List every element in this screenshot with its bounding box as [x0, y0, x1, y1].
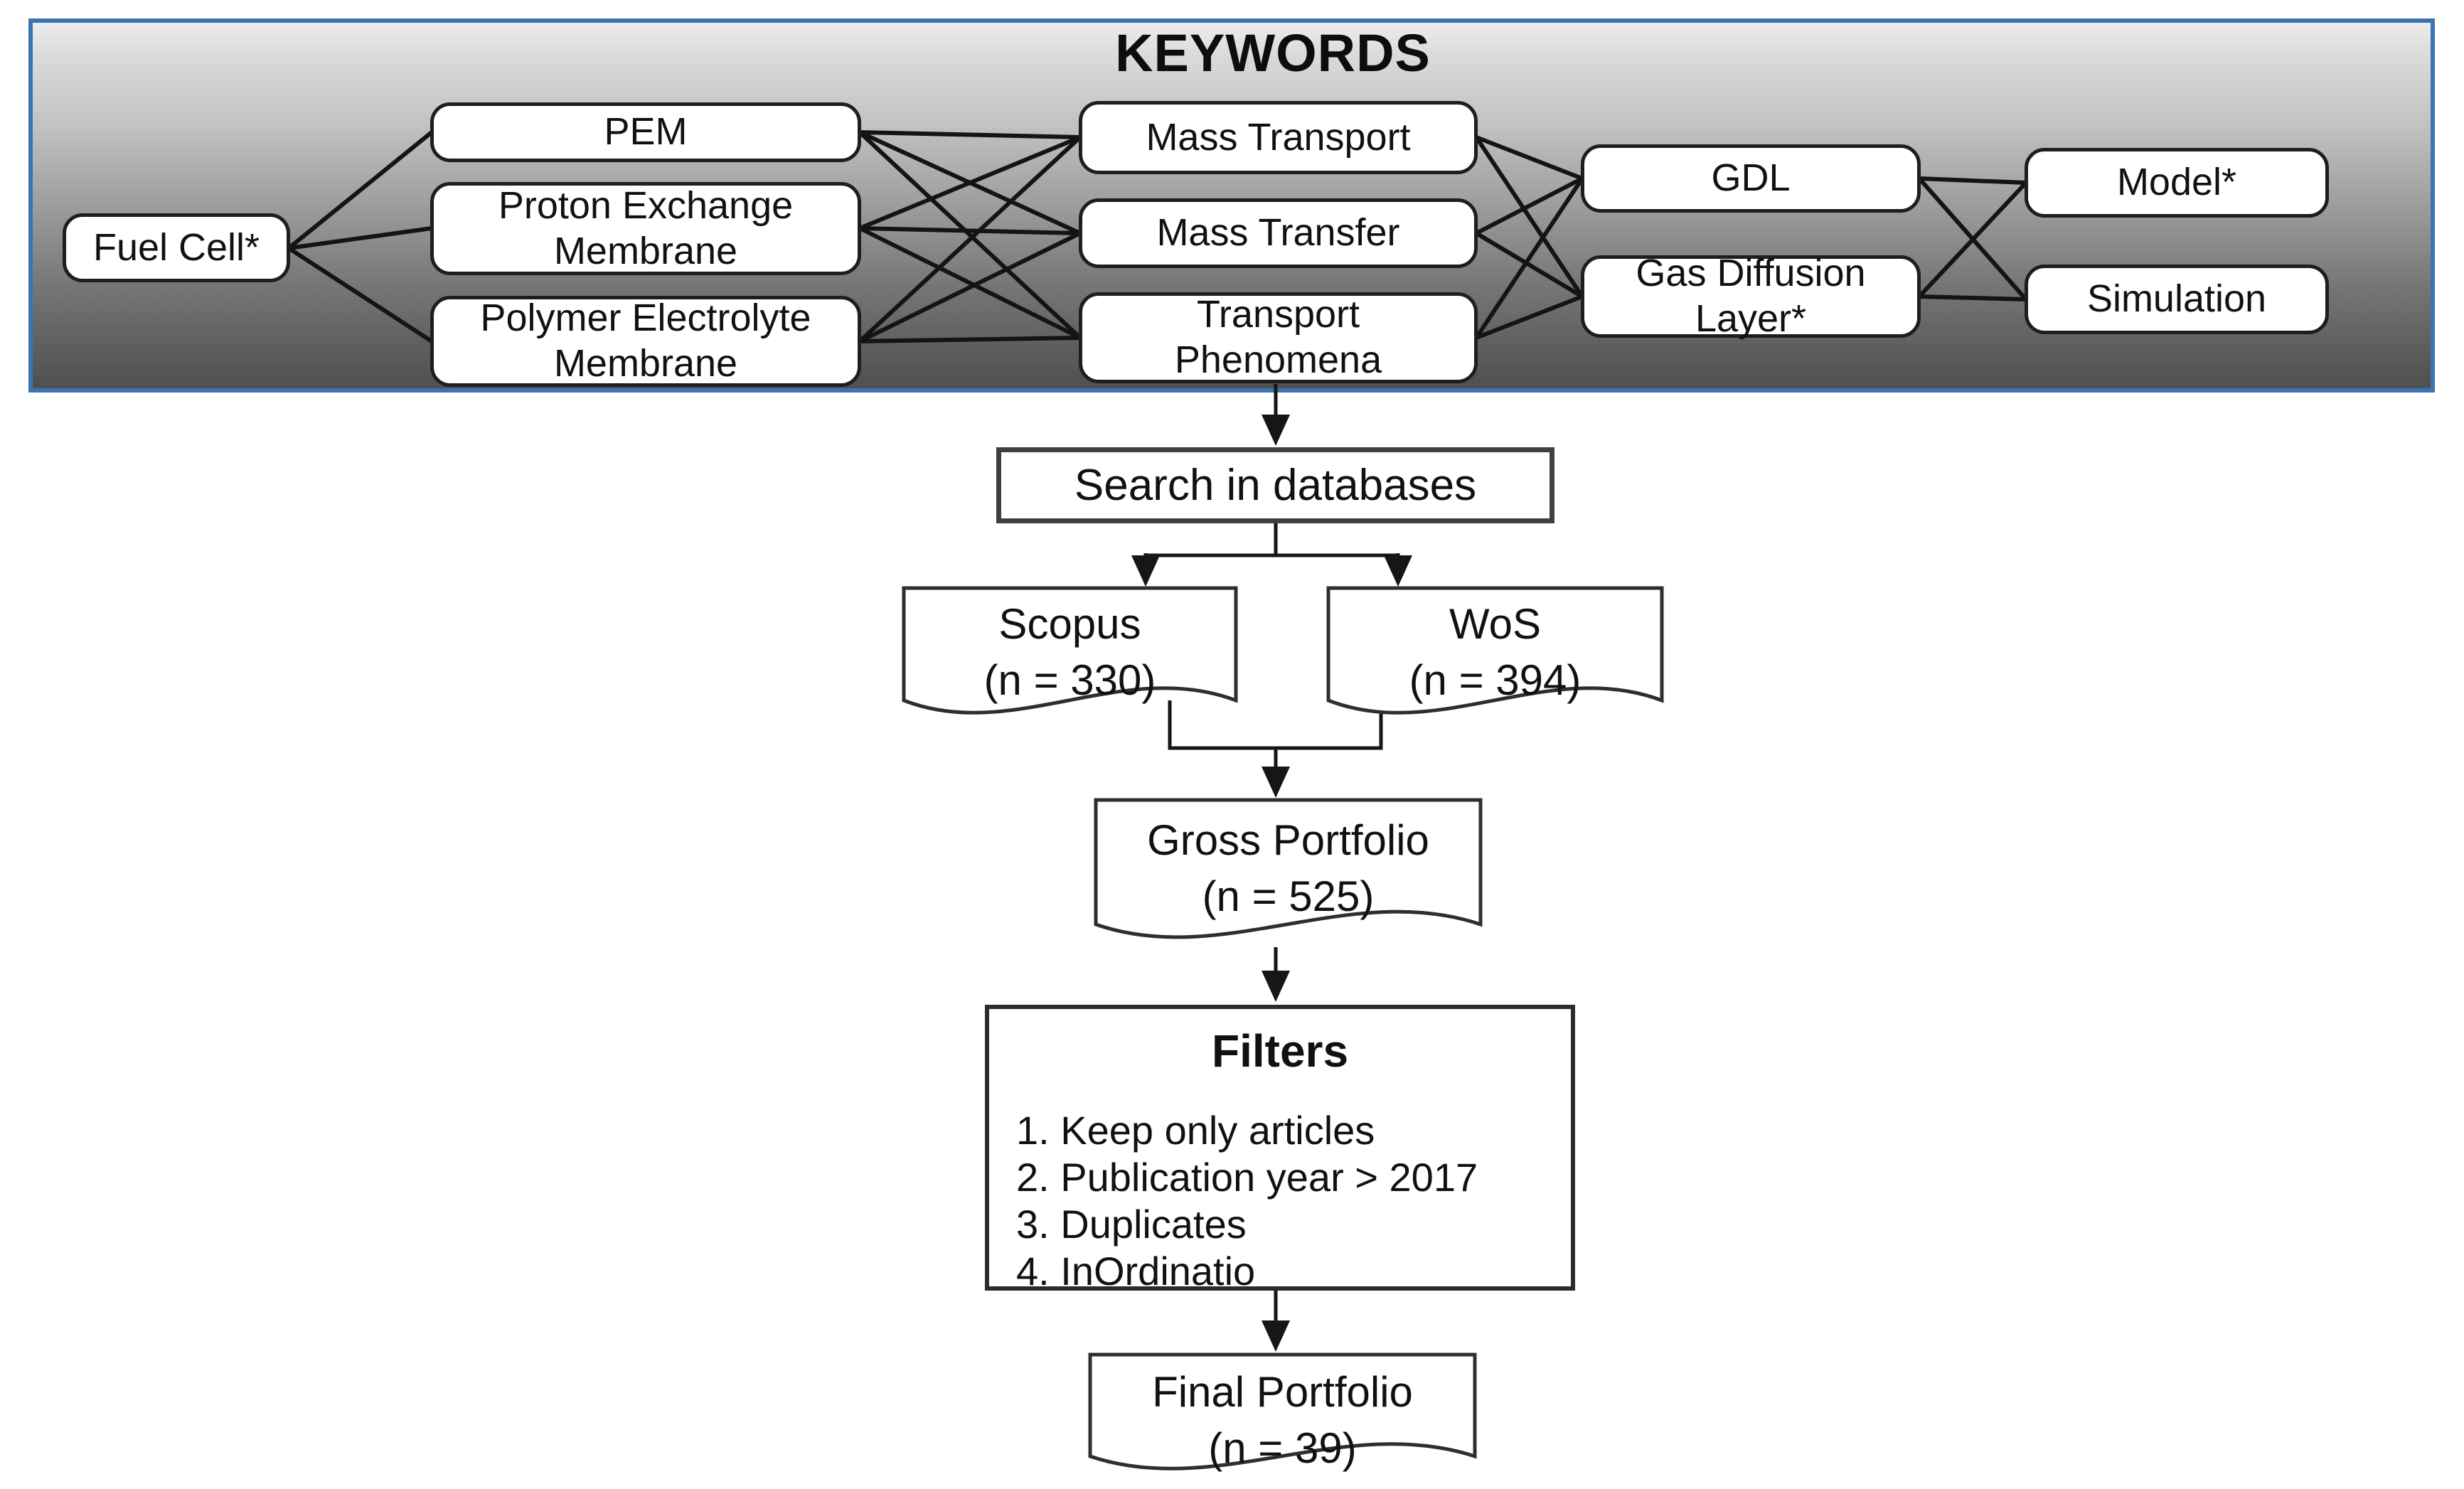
wos-document-shape: [1326, 586, 1664, 715]
keyword-label: Transport Phenomena: [1174, 293, 1382, 381]
keyword-box-pem: PEM: [430, 102, 861, 162]
keyword-label: Mass Transfer: [1156, 211, 1400, 255]
keyword-label: Polymer Electrolyte Membrane: [480, 297, 811, 385]
keyword-label: Fuel Cell*: [92, 225, 260, 269]
arrowhead-icon: [1262, 971, 1290, 1002]
keyword-box-simulation: Simulation: [2025, 265, 2329, 334]
keyword-box-polymer-electrolyte-membrane: Polymer Electrolyte Membrane: [430, 296, 861, 387]
keyword-box-fuel-cell: Fuel Cell*: [63, 213, 290, 282]
arrowhead-icon: [1131, 555, 1160, 587]
keyword-box-gdl: GDL: [1581, 144, 1921, 213]
arrowhead-icon: [1262, 1320, 1290, 1352]
connector-line: [1917, 181, 2028, 299]
wos-document: WoS (n = 394): [1328, 596, 1662, 704]
keyword-label: Mass Transport: [1146, 115, 1411, 159]
keyword-box-transport-phenomena: Transport Phenomena: [1079, 292, 1478, 383]
keyword-box-mass-transport: Mass Transport: [1079, 101, 1478, 174]
document-shapes: [902, 586, 1664, 1471]
filter-item: 4. InOrdinatio: [1016, 1249, 1256, 1293]
keyword-label: Simulation: [2086, 277, 2267, 321]
arrowhead-icon: [1262, 415, 1290, 446]
gross-portfolio-document: Gross Portfolio (n = 525): [1096, 812, 1481, 920]
keyword-box-mass-transfer: Mass Transfer: [1079, 198, 1478, 268]
connector-line: [858, 135, 1082, 343]
final-portfolio-document: Final Portfolio (n = 39): [1090, 1364, 1475, 1472]
final-portfolio-document-shape: [1088, 1352, 1477, 1471]
connector-line: [1919, 294, 2027, 301]
connector-line: [858, 226, 1082, 340]
keywords-title: KEYWORDS: [1115, 23, 1431, 82]
connector-line: [287, 246, 433, 343]
keyword-label: Gas Diffusion Layer*: [1636, 252, 1866, 340]
connector-line: [1475, 176, 1584, 235]
filter-item: 3. Duplicates: [1016, 1202, 1247, 1247]
fuel-cell-connectors: [287, 130, 433, 343]
connector-line: [859, 226, 1081, 235]
keyword-label: GDL: [1711, 156, 1791, 200]
filter-item: 2. Publication year > 2017: [1016, 1155, 1478, 1200]
scopus-name: Scopus: [998, 600, 1141, 648]
flow-arrowheads: [1131, 415, 1412, 1352]
connector-line: [1475, 231, 1584, 299]
filters-list: 1. Keep only articles 2. Publication yea…: [1016, 1107, 1557, 1295]
arrowhead-icon: [1262, 767, 1290, 798]
filter-item: 1. Keep only articles: [1016, 1108, 1375, 1153]
gross-portfolio-document-shape: [1094, 798, 1483, 939]
final-portfolio-name: Final Portfolio: [1152, 1368, 1413, 1416]
arrowhead-icon: [1384, 555, 1412, 587]
membrane-to-transport-connectors: [858, 130, 1082, 343]
search-in-databases-label: Search in databases: [1074, 461, 1477, 510]
keyword-label: Proton Exchange Membrane: [498, 183, 794, 272]
filters-title: Filters: [1211, 1025, 1349, 1077]
gross-portfolio-count: (n = 525): [1202, 872, 1375, 921]
scopus-count: (n = 330): [983, 656, 1156, 705]
gross-portfolio-name: Gross Portfolio: [1147, 816, 1429, 864]
connector-line: [859, 130, 1081, 139]
connector-line: [1474, 136, 1584, 298]
connector-line: [288, 226, 432, 250]
connector-line: [858, 231, 1082, 343]
connector-line: [859, 336, 1081, 343]
search-in-databases-box: Search in databases: [996, 447, 1554, 523]
keyword-box-proton-exchange-membrane: Proton Exchange Membrane: [430, 182, 861, 275]
keyword-label: PEM: [604, 110, 688, 154]
connector-line: [858, 135, 1082, 230]
gdl-to-model-connectors: [1917, 176, 2028, 301]
connector-line: [858, 130, 1082, 340]
scopus-document-shape: [902, 586, 1238, 715]
connector-line: [1474, 177, 1584, 339]
connector-line: [1475, 135, 1584, 181]
connector-line: [1919, 176, 2027, 185]
filters-box: Filters 1. Keep only articles 2. Publica…: [985, 1005, 1575, 1293]
keyword-box-gas-diffusion-layer: Gas Diffusion Layer*: [1581, 252, 1921, 340]
keyword-label: Model*: [2116, 161, 2237, 204]
wos-count: (n = 394): [1409, 656, 1582, 705]
scopus-document: Scopus (n = 330): [904, 596, 1236, 704]
connector-line: [1475, 294, 1584, 340]
connector-line: [287, 130, 433, 250]
transport-to-gdl-connectors: [1474, 135, 1584, 340]
wos-name: WoS: [1449, 600, 1541, 648]
final-portfolio-count: (n = 39): [1208, 1424, 1357, 1473]
keyword-box-model: Model*: [2025, 148, 2329, 218]
